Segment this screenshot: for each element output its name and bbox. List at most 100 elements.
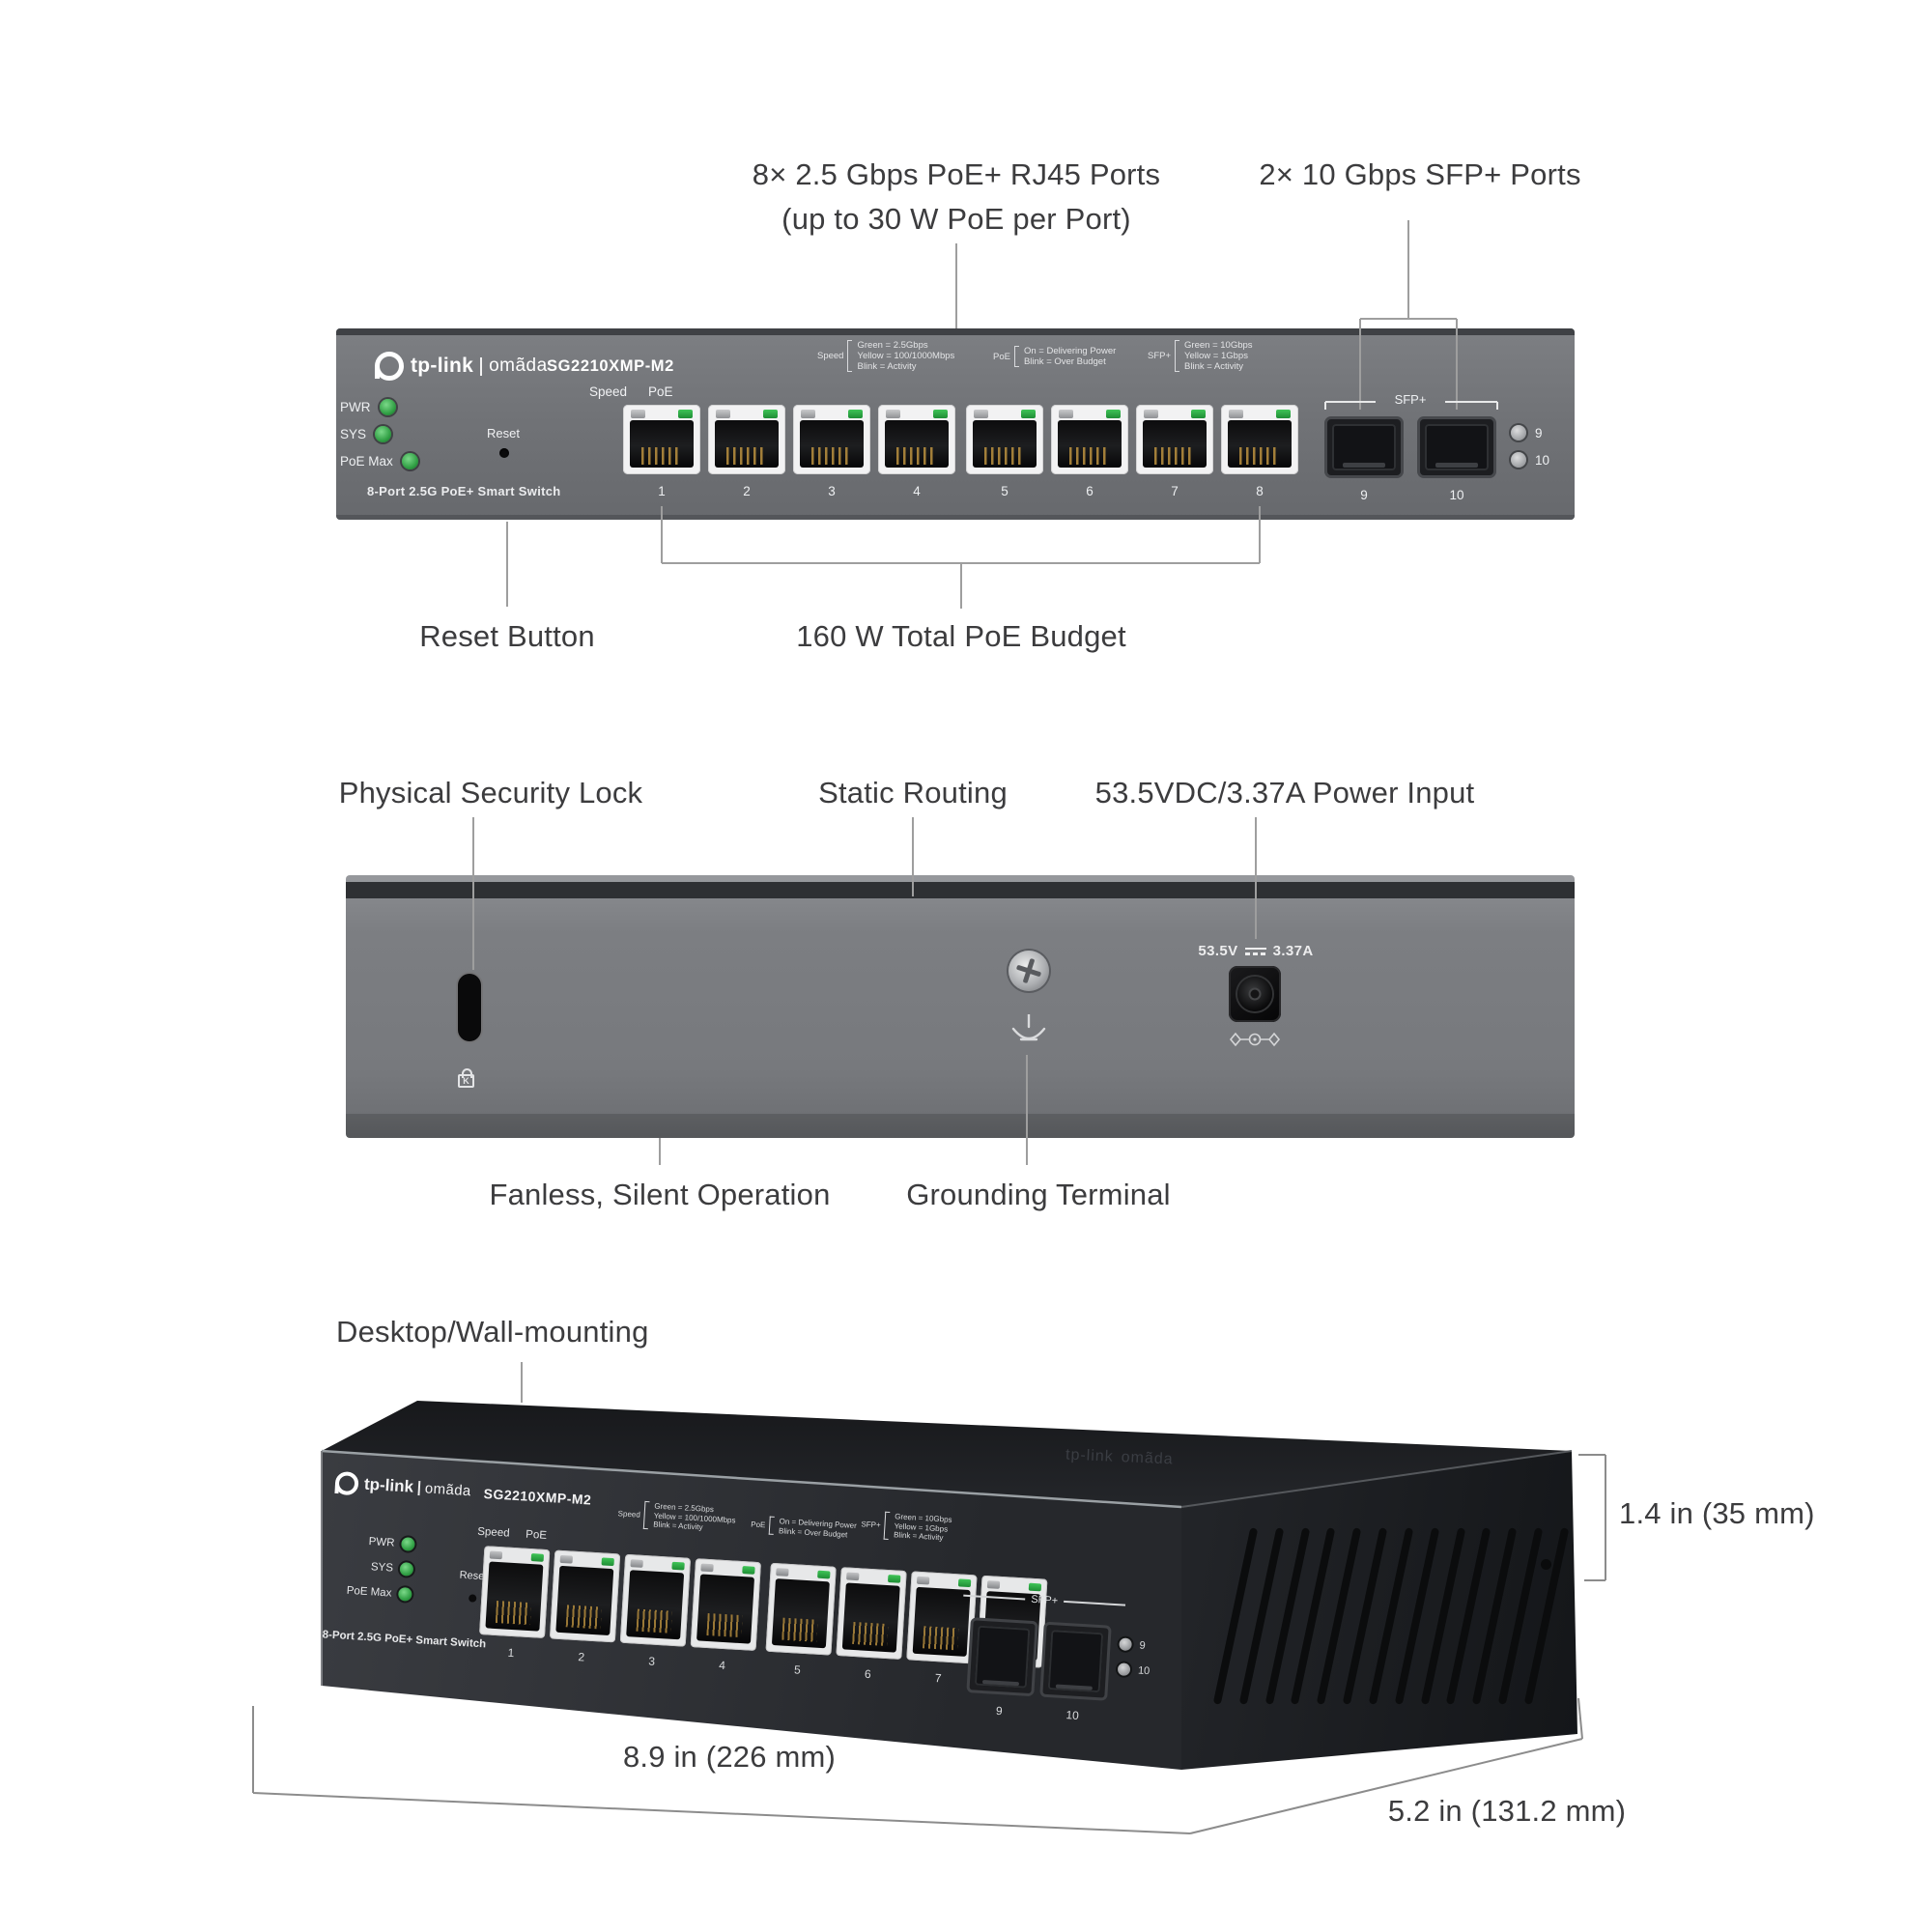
reset-pinhole[interactable]: [468, 1594, 477, 1603]
sfp-led-label: 10: [1137, 1664, 1151, 1677]
sub-brand-name: omãda: [424, 1479, 472, 1499]
speed-column-label: Speed: [476, 1525, 510, 1540]
kensington-lock-icon: K: [458, 1068, 474, 1088]
legend-line: Yellow = 100/1000Mbps: [857, 351, 955, 361]
legend-line: Blink = Activity: [1184, 361, 1244, 372]
port-number: 7: [934, 1671, 942, 1686]
sfp-led-10: 10: [1117, 1662, 1151, 1677]
rj45-port-1[interactable]: 1: [623, 405, 700, 501]
sub-brand-name: omãda: [1121, 1449, 1174, 1468]
sfp-port-10[interactable]: 10: [1039, 1621, 1112, 1722]
logo-divider: [417, 1480, 421, 1495]
rj45-jack: [626, 1570, 685, 1640]
product-tagline: 8-Port 2.5G PoE+ Smart Switch: [367, 484, 561, 498]
dimension-depth: 5.2 in (131.2 mm): [1387, 1794, 1627, 1828]
logo-divider: [480, 356, 483, 376]
rj45-jack: [800, 420, 864, 468]
product-tagline: 8-Port 2.5G PoE+ Smart Switch: [322, 1629, 487, 1651]
brand-name: tp-link: [363, 1474, 414, 1496]
dc-power-jack[interactable]: [1229, 966, 1281, 1022]
legend-line: Green = 10Gbps: [1184, 340, 1253, 351]
port-number: 6: [1086, 484, 1094, 498]
brand-name: tp-link: [1065, 1446, 1115, 1465]
rj45-jack: [771, 1578, 830, 1649]
sfp-port-9[interactable]: 9: [966, 1617, 1038, 1718]
chassis-front-face: tp-link omãda SG2210XMP-M2 PWR SYS PoE M…: [322, 1451, 1181, 1770]
dc-symbol-icon: [1244, 947, 1266, 956]
pwr-led-label: PWR: [340, 399, 371, 414]
rj45-port-2[interactable]: 2: [708, 405, 785, 501]
sfp-cage: [966, 1617, 1038, 1697]
rj45-port-4[interactable]: 4: [878, 405, 955, 501]
poe-max-led-indicator: [397, 1586, 412, 1602]
port-number: 8: [1256, 484, 1264, 498]
rj45-port-3[interactable]: 3: [793, 405, 870, 501]
rj45-port-6[interactable]: 6: [836, 1567, 907, 1681]
callout-rj45-ports: 8× 2.5 Gbps PoE+ RJ45 Ports (up to 30 W …: [618, 153, 1294, 242]
poe-max-led-label: PoE Max: [340, 453, 393, 469]
sfp-led-label: 9: [1535, 425, 1543, 440]
port-number: 9: [995, 1703, 1004, 1719]
reset-pinhole[interactable]: [499, 448, 509, 458]
poe-max-led-indicator: [401, 452, 418, 469]
model-number: SG2210XMP-M2: [547, 357, 674, 375]
legend-bracket: [1175, 340, 1180, 372]
rj45-jack: [715, 420, 779, 468]
legend-line: Green = 2.5Gbps: [857, 340, 928, 351]
power-amps: 3.37A: [1272, 943, 1314, 959]
rj45-port-8[interactable]: 8: [1221, 405, 1298, 501]
dimension-height: 1.4 in (35 mm): [1619, 1496, 1815, 1530]
rj45-port-7[interactable]: 7: [1136, 405, 1213, 501]
sfp-port-9[interactable]: 9: [1324, 416, 1404, 513]
rj45-port-5[interactable]: 5: [966, 405, 1043, 501]
embossed-top-logo: tp-link omãda: [1065, 1447, 1174, 1469]
pwr-led-label: PWR: [368, 1536, 395, 1549]
grounding-screw[interactable]: [1009, 951, 1049, 991]
port-number: 3: [647, 1654, 656, 1668]
legend-bracket: [883, 1511, 891, 1540]
callout-mounting: Desktop/Wall-mounting: [336, 1315, 649, 1349]
brand-logo: tp-link omãda: [375, 352, 548, 381]
callout-static-routing: Static Routing: [818, 776, 1008, 810]
callout-reset-button: Reset Button: [419, 619, 595, 653]
port-number: 4: [913, 484, 921, 498]
callout-security-lock: Physical Security Lock: [338, 776, 643, 810]
bracket-line: [1063, 1601, 1126, 1606]
port-number: 10: [1065, 1708, 1080, 1722]
legend-bracket: [642, 1500, 650, 1529]
sfp-group-label: SFP+: [1394, 392, 1427, 407]
vent-slots: [1212, 1526, 1570, 1706]
callout-rj45-line2: (up to 30 W PoE per Port): [781, 202, 1131, 236]
sys-led-row: SYS: [340, 424, 392, 443]
legend-line: Yellow = 1Gbps: [1184, 351, 1248, 361]
rj45-port-5[interactable]: 5: [765, 1562, 837, 1677]
rj45-jack: [1058, 420, 1122, 468]
sfp-cage: [1324, 416, 1404, 478]
brand-name: tp-link: [411, 355, 474, 377]
rj45-jack: [555, 1565, 614, 1636]
port-number: 5: [1001, 484, 1009, 498]
poe-column-label: PoE: [648, 384, 673, 399]
speed-led-legend: Speed Green = 2.5Gbps Yellow = 100/1000M…: [617, 1499, 737, 1534]
sfp-led-10: 10: [1511, 452, 1549, 468]
legend-line: Blink = Activity: [857, 361, 917, 372]
sfp-port-10[interactable]: 10: [1417, 416, 1496, 513]
rj45-port-2[interactable]: 2: [549, 1549, 621, 1664]
poe-column-label: PoE: [525, 1528, 548, 1542]
tp-link-logo-icon: [334, 1470, 359, 1496]
legend-title: Speed: [617, 1508, 641, 1520]
brand-logo: tp-link omãda: [334, 1470, 472, 1502]
rj45-port-4[interactable]: 4: [690, 1558, 761, 1672]
rj45-port-3[interactable]: 3: [619, 1553, 692, 1668]
rj45-jack: [1228, 420, 1292, 468]
port-number: 10: [1449, 488, 1464, 502]
kensington-lock-slot[interactable]: [456, 972, 483, 1043]
port-number: 6: [864, 1666, 872, 1682]
rj45-port-1[interactable]: 1: [479, 1546, 551, 1660]
port-number: 1: [658, 484, 666, 498]
rj45-port-6[interactable]: 6: [1051, 405, 1128, 501]
sfp-cage: [1417, 416, 1496, 478]
dimension-width: 8.9 in (226 mm): [622, 1740, 837, 1774]
legend-title: SFP+: [861, 1519, 881, 1529]
rj45-port-7[interactable]: 7: [906, 1571, 978, 1685]
